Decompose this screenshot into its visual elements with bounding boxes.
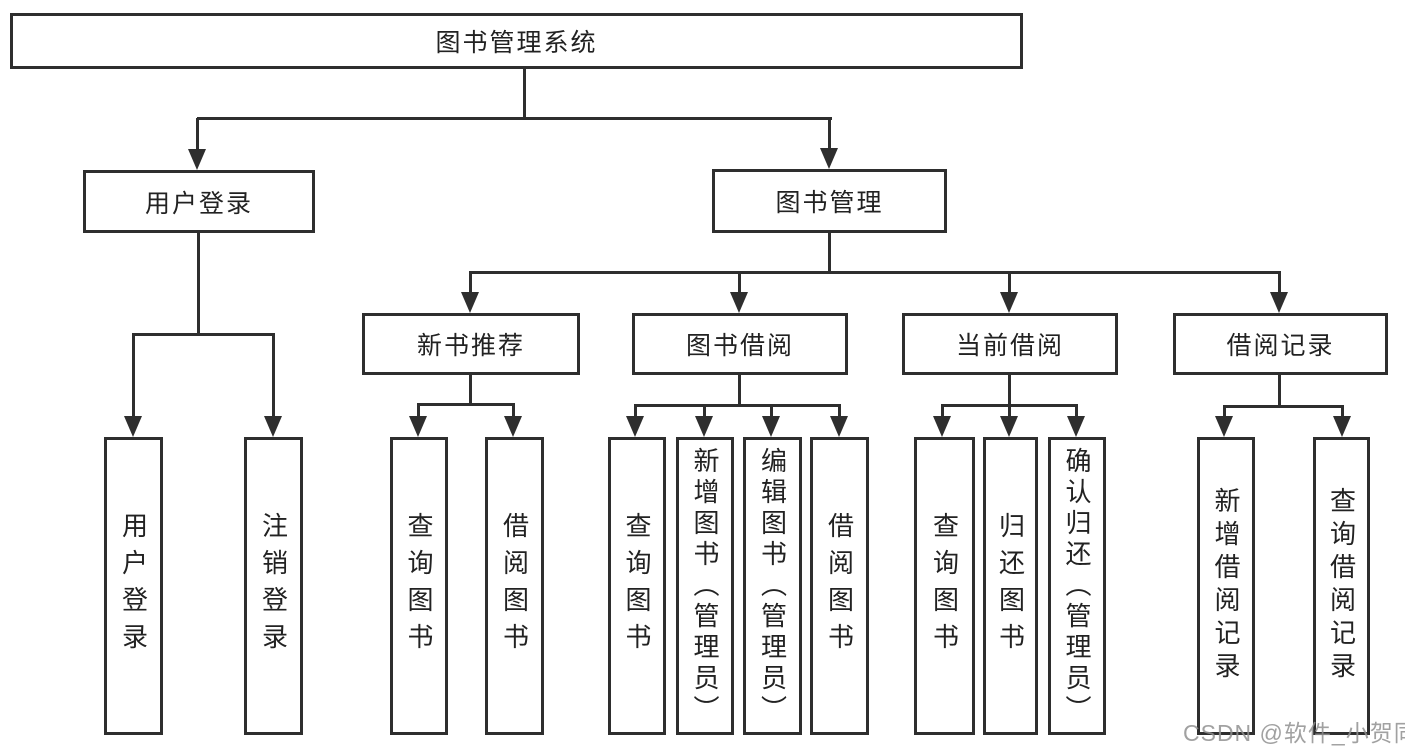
arrow-down-user-login <box>188 149 206 170</box>
node-new-book-recommend-label: 新书推荐 <box>416 332 525 360</box>
arrow-down-b-edit <box>762 416 780 437</box>
connector-drop-c-return <box>1008 405 1011 418</box>
arrow-down-c-return <box>1000 416 1018 437</box>
connector-userlogin-stem <box>197 233 200 335</box>
node-root-label: 图书管理系统 <box>435 29 598 57</box>
connector-drop-r-query <box>417 404 420 418</box>
node-user-login-branch: 用户登录 <box>83 170 315 233</box>
arrow-down-b-add <box>695 416 713 437</box>
leaf-user-login: 用户登录 <box>104 437 163 735</box>
connector-root-split <box>197 117 832 120</box>
csdn-watermark: CSDN @软件_小贺同学 <box>1183 720 1405 746</box>
node-root-library-system: 图书管理系统 <box>10 13 1023 69</box>
connector-drop-b-edit <box>770 405 773 418</box>
node-current-borrow-label: 当前借阅 <box>955 332 1064 360</box>
connector-drop-b-borrow <box>838 405 841 418</box>
connector-recommend-split <box>417 403 515 406</box>
arrow-down-r-borrow <box>504 416 522 437</box>
connector-drop-borrow <box>738 272 741 294</box>
arrow-down-recommend <box>461 292 479 313</box>
arrow-down-c-confirm <box>1067 416 1085 437</box>
arrow-down-rec-query <box>1333 416 1351 437</box>
leaf-logout: 注销登录 <box>244 437 303 735</box>
connector-drop-rec-query <box>1341 406 1344 418</box>
arrow-down-rec-add <box>1215 416 1233 437</box>
leaf-query-books-recommend-label: 查询图书 <box>404 512 434 660</box>
node-book-borrow-label: 图书借阅 <box>685 332 794 360</box>
connector-drop-recommend <box>469 272 472 294</box>
node-borrow-records: 借阅记录 <box>1173 313 1388 375</box>
node-book-borrow: 图书借阅 <box>632 313 848 375</box>
leaf-borrow-books-recommend-label: 借阅图书 <box>499 512 530 660</box>
connector-drop-r-borrow <box>512 404 515 418</box>
leaf-return-books-label: 归还图书 <box>995 512 1026 660</box>
arrow-down-r-query <box>409 416 427 437</box>
connector-userlogin-split <box>132 333 275 336</box>
arrow-down-leaf-login <box>124 416 142 437</box>
arrow-down-b-query <box>626 416 644 437</box>
node-current-borrow: 当前借阅 <box>902 313 1118 375</box>
leaf-borrow-books-recommend: 借阅图书 <box>485 437 544 735</box>
connector-drop-user-login <box>196 118 199 151</box>
connector-drop-rec-add <box>1223 406 1226 418</box>
leaf-query-books-borrow-label: 查询图书 <box>622 512 652 660</box>
leaf-user-login-label: 用户登录 <box>118 512 149 660</box>
connector-records-split <box>1223 405 1344 408</box>
arrow-down-borrow <box>730 292 748 313</box>
connector-drop-c-query <box>941 405 944 418</box>
leaf-query-borrow-record: 查询借阅记录 <box>1313 437 1370 735</box>
connector-bookmgmt-stem <box>828 233 831 274</box>
leaf-borrow-books-label: 借阅图书 <box>824 512 855 660</box>
leaf-edit-books-admin-label: 编辑图书（管理员） <box>757 446 788 726</box>
arrow-down-leaf-logout <box>264 416 282 437</box>
connector-recommend-stem <box>469 375 472 406</box>
leaf-add-books-admin: 新增图书（管理员） <box>676 437 734 735</box>
leaf-logout-label: 注销登录 <box>258 512 289 660</box>
connector-drop-records <box>1278 272 1281 294</box>
connector-drop-current <box>1008 272 1011 294</box>
node-new-book-recommend: 新书推荐 <box>362 313 580 375</box>
arrow-down-c-query <box>933 416 951 437</box>
leaf-confirm-return-admin-label: 确认归还（管理员） <box>1062 446 1092 726</box>
arrow-down-records <box>1270 292 1288 313</box>
arrow-down-current <box>1000 292 1018 313</box>
node-book-management-branch: 图书管理 <box>712 169 947 233</box>
leaf-edit-books-admin: 编辑图书（管理员） <box>743 437 802 735</box>
connector-borrow-stem <box>738 375 741 407</box>
connector-drop-c-confirm <box>1075 405 1078 418</box>
node-book-management-label: 图书管理 <box>775 189 884 217</box>
leaf-add-borrow-record-label: 新增借阅记录 <box>1211 487 1241 685</box>
leaf-add-borrow-record: 新增借阅记录 <box>1197 437 1255 735</box>
connector-drop-b-query <box>634 405 637 418</box>
arrow-down-book-mgmt <box>820 148 838 169</box>
leaf-query-books-current-label: 查询图书 <box>929 512 960 660</box>
leaf-query-borrow-record-label: 查询借阅记录 <box>1326 487 1357 685</box>
leaf-query-books-recommend: 查询图书 <box>390 437 448 735</box>
connector-drop-book-mgmt <box>828 118 831 150</box>
leaf-query-books-borrow: 查询图书 <box>608 437 666 735</box>
leaf-query-books-current: 查询图书 <box>914 437 975 735</box>
connector-drop-b-add <box>703 405 706 418</box>
arrow-down-b-borrow <box>830 416 848 437</box>
node-borrow-records-label: 借阅记录 <box>1226 332 1335 360</box>
connector-root-stem <box>523 68 526 119</box>
connector-borrow-split <box>634 404 841 407</box>
connector-bookmgmt-split <box>469 271 1281 274</box>
connector-current-stem <box>1008 375 1011 407</box>
leaf-add-books-admin-label: 新增图书（管理员） <box>690 446 720 726</box>
leaf-borrow-books: 借阅图书 <box>810 437 869 735</box>
connector-drop-leaf-login <box>132 334 135 418</box>
connector-drop-leaf-logout <box>272 334 275 418</box>
connector-records-stem <box>1278 375 1281 408</box>
leaf-confirm-return-admin: 确认归还（管理员） <box>1048 437 1106 735</box>
leaf-return-books: 归还图书 <box>983 437 1038 735</box>
node-user-login-branch-label: 用户登录 <box>144 189 253 218</box>
